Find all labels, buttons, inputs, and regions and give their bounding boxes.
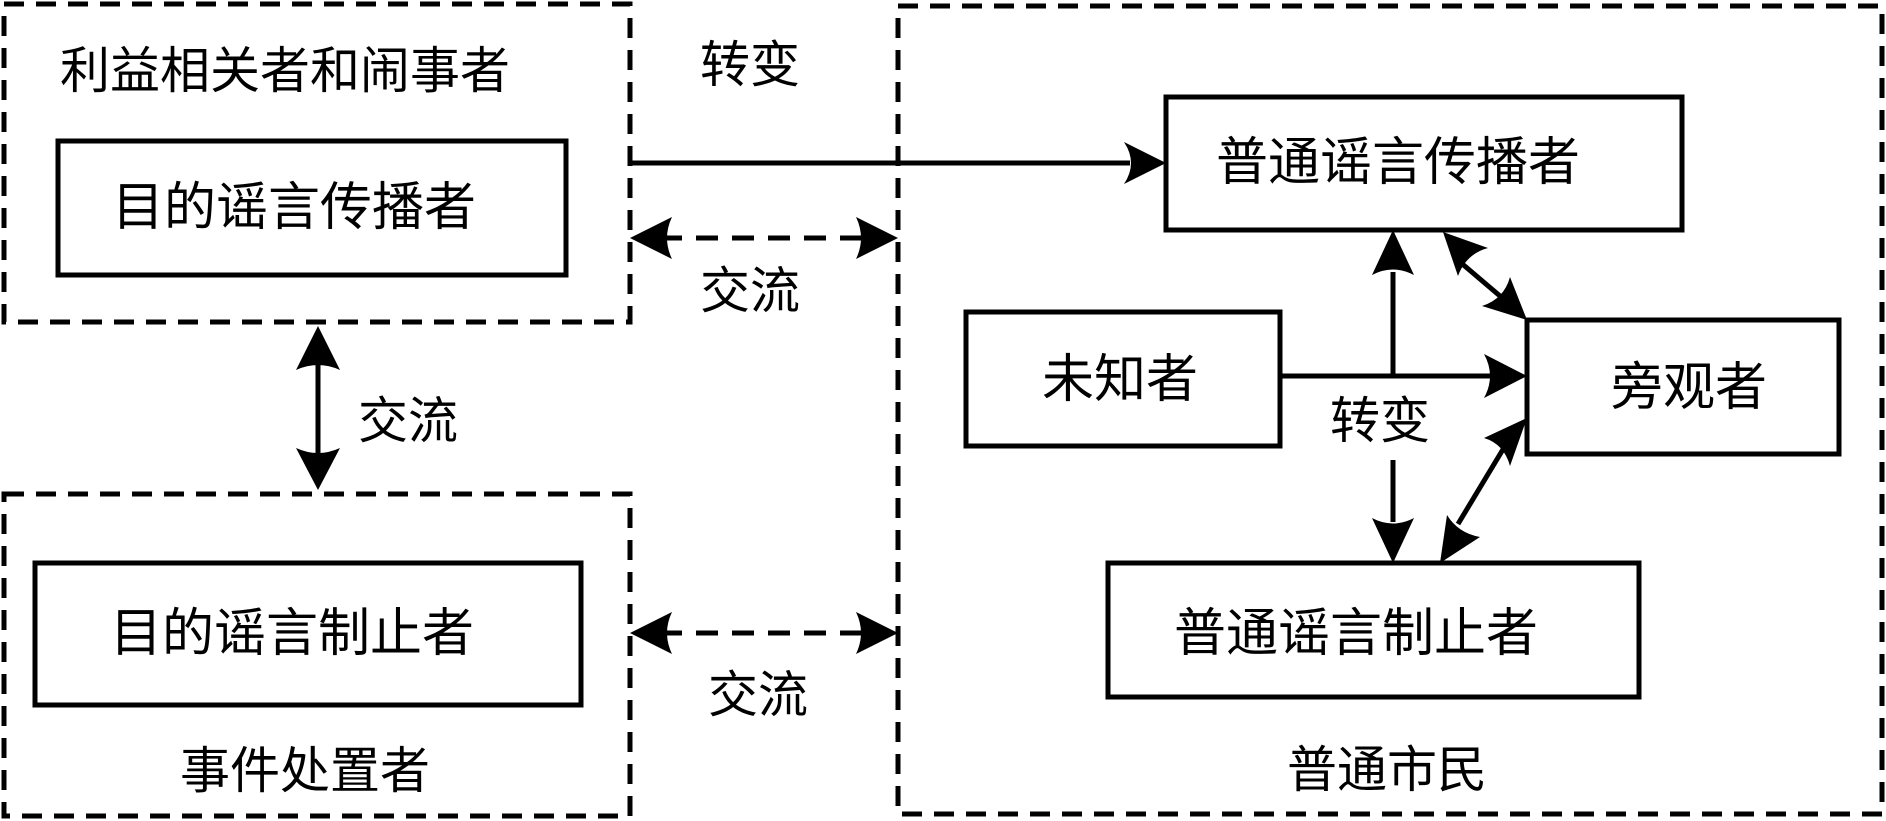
arrowhead-up-icon [1372, 230, 1414, 275]
arrowhead-right-icon [1124, 142, 1166, 184]
group-title-handlers: 事件处置者 [180, 742, 430, 800]
node-purpose-stopper: 目的谣言制止者 [110, 604, 475, 664]
node-ordinary-spreader: 普通谣言传播者 [1216, 133, 1581, 193]
node-box-bystander[interactable] [1524, 317, 1842, 457]
arrowhead-right-icon [1484, 354, 1527, 398]
edge-label-transform-center: 转变 [1330, 392, 1430, 450]
arrowhead-diagonal-icon [1440, 515, 1480, 563]
edge-label-transform-top: 转变 [700, 36, 800, 94]
node-box-purpose-spreader[interactable] [55, 138, 569, 278]
node-box-purpose-stopper[interactable] [32, 560, 584, 708]
arrowhead-diagonal-icon [1443, 232, 1488, 276]
node-bystander: 旁观者 [1611, 358, 1768, 418]
arrowhead-up-icon [296, 326, 340, 370]
arrowhead-down-icon [296, 448, 340, 490]
edge-spreader-bystander [1458, 260, 1502, 298]
group-box-handlers [1, 491, 633, 819]
arrowhead-right-icon [856, 217, 898, 259]
node-purpose-spreader: 目的谣言传播者 [112, 178, 477, 238]
group-title-citizens: 普通市民 [1287, 741, 1487, 799]
arrowhead-diagonal-icon [1482, 277, 1527, 320]
arrowhead-diagonal-icon [1484, 418, 1527, 466]
node-unknown: 未知者 [1042, 350, 1199, 410]
node-box-ordinary-stopper[interactable] [1105, 560, 1642, 700]
edge-label-communicate-bottom: 交流 [708, 666, 808, 724]
group-title-stakeholders: 利益相关者和闹事者 [60, 42, 510, 100]
arrowhead-right-icon [856, 612, 898, 654]
arrowhead-down-icon [1372, 518, 1414, 563]
group-box-citizens [895, 3, 1885, 817]
node-box-unknown[interactable] [963, 309, 1283, 449]
node-ordinary-stopper: 普通谣言制止者 [1174, 604, 1539, 664]
edge-label-communicate-left: 交流 [358, 392, 458, 450]
arrowhead-left-icon [630, 612, 672, 654]
edge-label-communicate-top: 交流 [700, 262, 800, 320]
edge-stopper-bystander [1455, 444, 1508, 526]
arrowhead-left-icon [630, 217, 672, 259]
node-box-ordinary-spreader[interactable] [1163, 94, 1685, 233]
